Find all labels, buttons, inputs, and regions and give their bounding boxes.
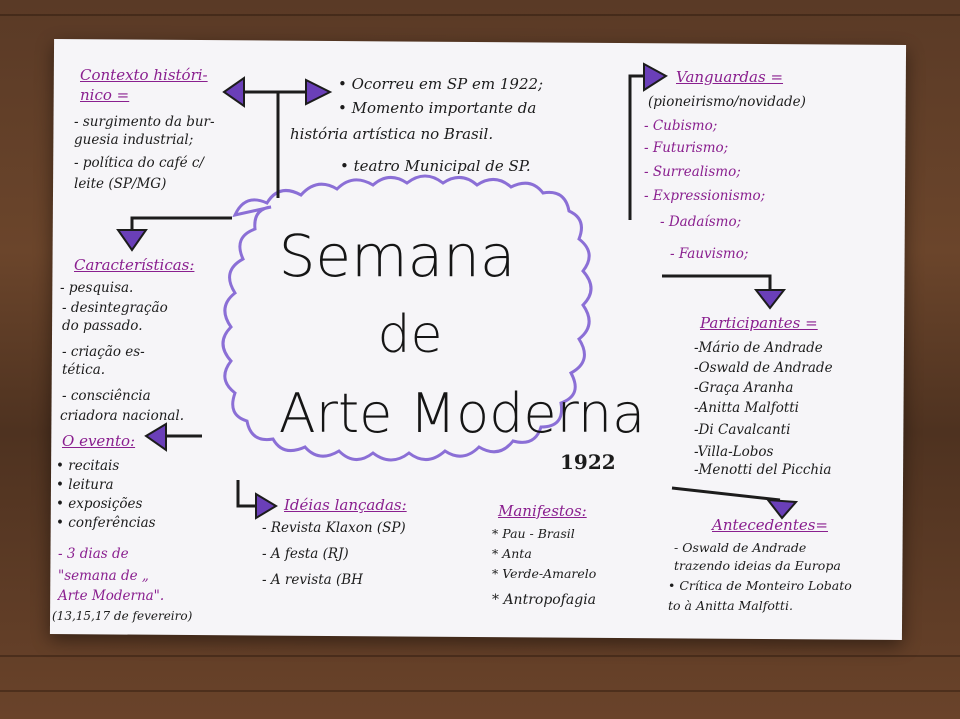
manifestos-header: Manifestos: xyxy=(498,502,587,520)
evento-item-4: • conferências xyxy=(56,515,156,531)
caracteristicas-item-3: do passado. xyxy=(62,318,143,334)
vanguardas-item-1: - Cubismo; xyxy=(644,118,718,134)
vanguardas-item-6: - Fauvismo; xyxy=(670,246,749,262)
vanguardas-item-3: - Surrealismo; xyxy=(644,164,741,180)
evento-note-3: Arte Moderna". xyxy=(58,588,165,604)
manifestos-item-2: * Anta xyxy=(492,546,532,561)
ideias-item-3: - A revista (BH xyxy=(262,572,363,588)
title-cloud xyxy=(221,174,593,462)
antecedentes-header: Antecedentes= xyxy=(712,516,828,534)
caracteristicas-item-6: - consciência xyxy=(62,388,151,404)
center-top-item-2: • Momento importante da xyxy=(338,99,537,117)
title-year: 1922 xyxy=(560,450,616,474)
participantes-item-3: -Graça Aranha xyxy=(694,380,794,396)
manifestos-item-4: * Antropofagia xyxy=(492,592,597,608)
evento-item-2: • leitura xyxy=(56,477,114,493)
evento-note-1: - 3 dias de xyxy=(58,546,129,562)
caracteristicas-item-2: - desintegração xyxy=(62,300,168,316)
ideias-item-2: - A festa (RJ) xyxy=(262,546,349,562)
manifestos-item-1: * Pau - Brasil xyxy=(492,526,575,541)
contexto-item-4: leite (SP/MG) xyxy=(74,176,167,192)
evento-note-4: (13,15,17 de fevereiro) xyxy=(52,609,193,623)
ideias-header: Idéias lançadas: xyxy=(284,496,407,514)
title-line-2: de xyxy=(377,305,443,365)
contexto-item-1: - surgimento da bur- xyxy=(74,114,215,130)
caracteristicas-item-1: - pesquisa. xyxy=(60,280,134,296)
caracteristicas-item-7: criadora nacional. xyxy=(60,408,185,424)
participantes-item-1: -Mário de Andrade xyxy=(694,340,823,356)
participantes-item-5: -Di Cavalcanti xyxy=(694,422,791,438)
contexto-header-2: nico = xyxy=(80,86,130,104)
evento-item-3: • exposições xyxy=(56,496,143,512)
contexto-header-1: Contexto históri- xyxy=(80,66,208,84)
arrow-vanguardas xyxy=(643,62,668,92)
vanguardas-subheader: (pioneirismo/novidade) xyxy=(648,94,806,110)
participantes-item-7: -Menotti del Picchia xyxy=(694,462,832,478)
vanguardas-item-4: - Expressionismo; xyxy=(644,188,766,204)
antecedentes-item-3: • Crítica de Monteiro Lobato xyxy=(668,578,852,593)
caracteristicas-item-4: - criação es- xyxy=(62,344,145,360)
evento-note-2: "semana de „ xyxy=(58,568,149,584)
evento-header: O evento: xyxy=(62,432,136,450)
vanguardas-item-5: - Dadaísmo; xyxy=(660,214,742,230)
center-top-item-1: • Ocorreu em SP em 1922; xyxy=(338,75,544,93)
caracteristicas-header: Características: xyxy=(74,256,195,274)
evento-item-1: • recitais xyxy=(56,458,120,474)
contexto-item-2: guesia industrial; xyxy=(74,132,194,148)
contexto-item-3: - política do café c/ xyxy=(74,155,204,171)
participantes-item-4: -Anitta Malfotti xyxy=(694,400,799,416)
participantes-header: Participantes = xyxy=(700,314,818,332)
arrow-contexto xyxy=(222,76,245,108)
arrow-evento xyxy=(144,422,167,452)
vanguardas-header: Vanguardas = xyxy=(676,68,784,86)
participantes-item-2: -Oswald de Andrade xyxy=(694,360,833,376)
vanguardas-item-2: - Futurismo; xyxy=(644,140,729,156)
manifestos-item-3: * Verde-Amarelo xyxy=(492,566,597,581)
arrow-ideias xyxy=(255,492,278,520)
antecedentes-item-2: trazendo ideias da Europa xyxy=(674,558,841,573)
center-top-item-3: história artística no Brasil. xyxy=(290,125,494,143)
title-line-1: Semana xyxy=(278,222,516,290)
antecedentes-item-1: - Oswald de Andrade xyxy=(674,540,807,555)
antecedentes-item-4: to à Anitta Malfotti. xyxy=(668,598,793,613)
arrow-antecedentes xyxy=(765,498,799,520)
ideias-item-1: - Revista Klaxon (SP) xyxy=(262,520,406,536)
arrow-participantes xyxy=(753,289,787,310)
center-top-item-4: • teatro Municipal de SP. xyxy=(340,157,531,175)
caracteristicas-item-5: tética. xyxy=(62,362,106,378)
title-line-3: Arte Moderna xyxy=(278,382,646,445)
arrow-center-top xyxy=(305,78,333,106)
arrow-caracteristicas xyxy=(116,229,148,252)
participantes-item-6: -Villa-Lobos xyxy=(694,444,774,460)
